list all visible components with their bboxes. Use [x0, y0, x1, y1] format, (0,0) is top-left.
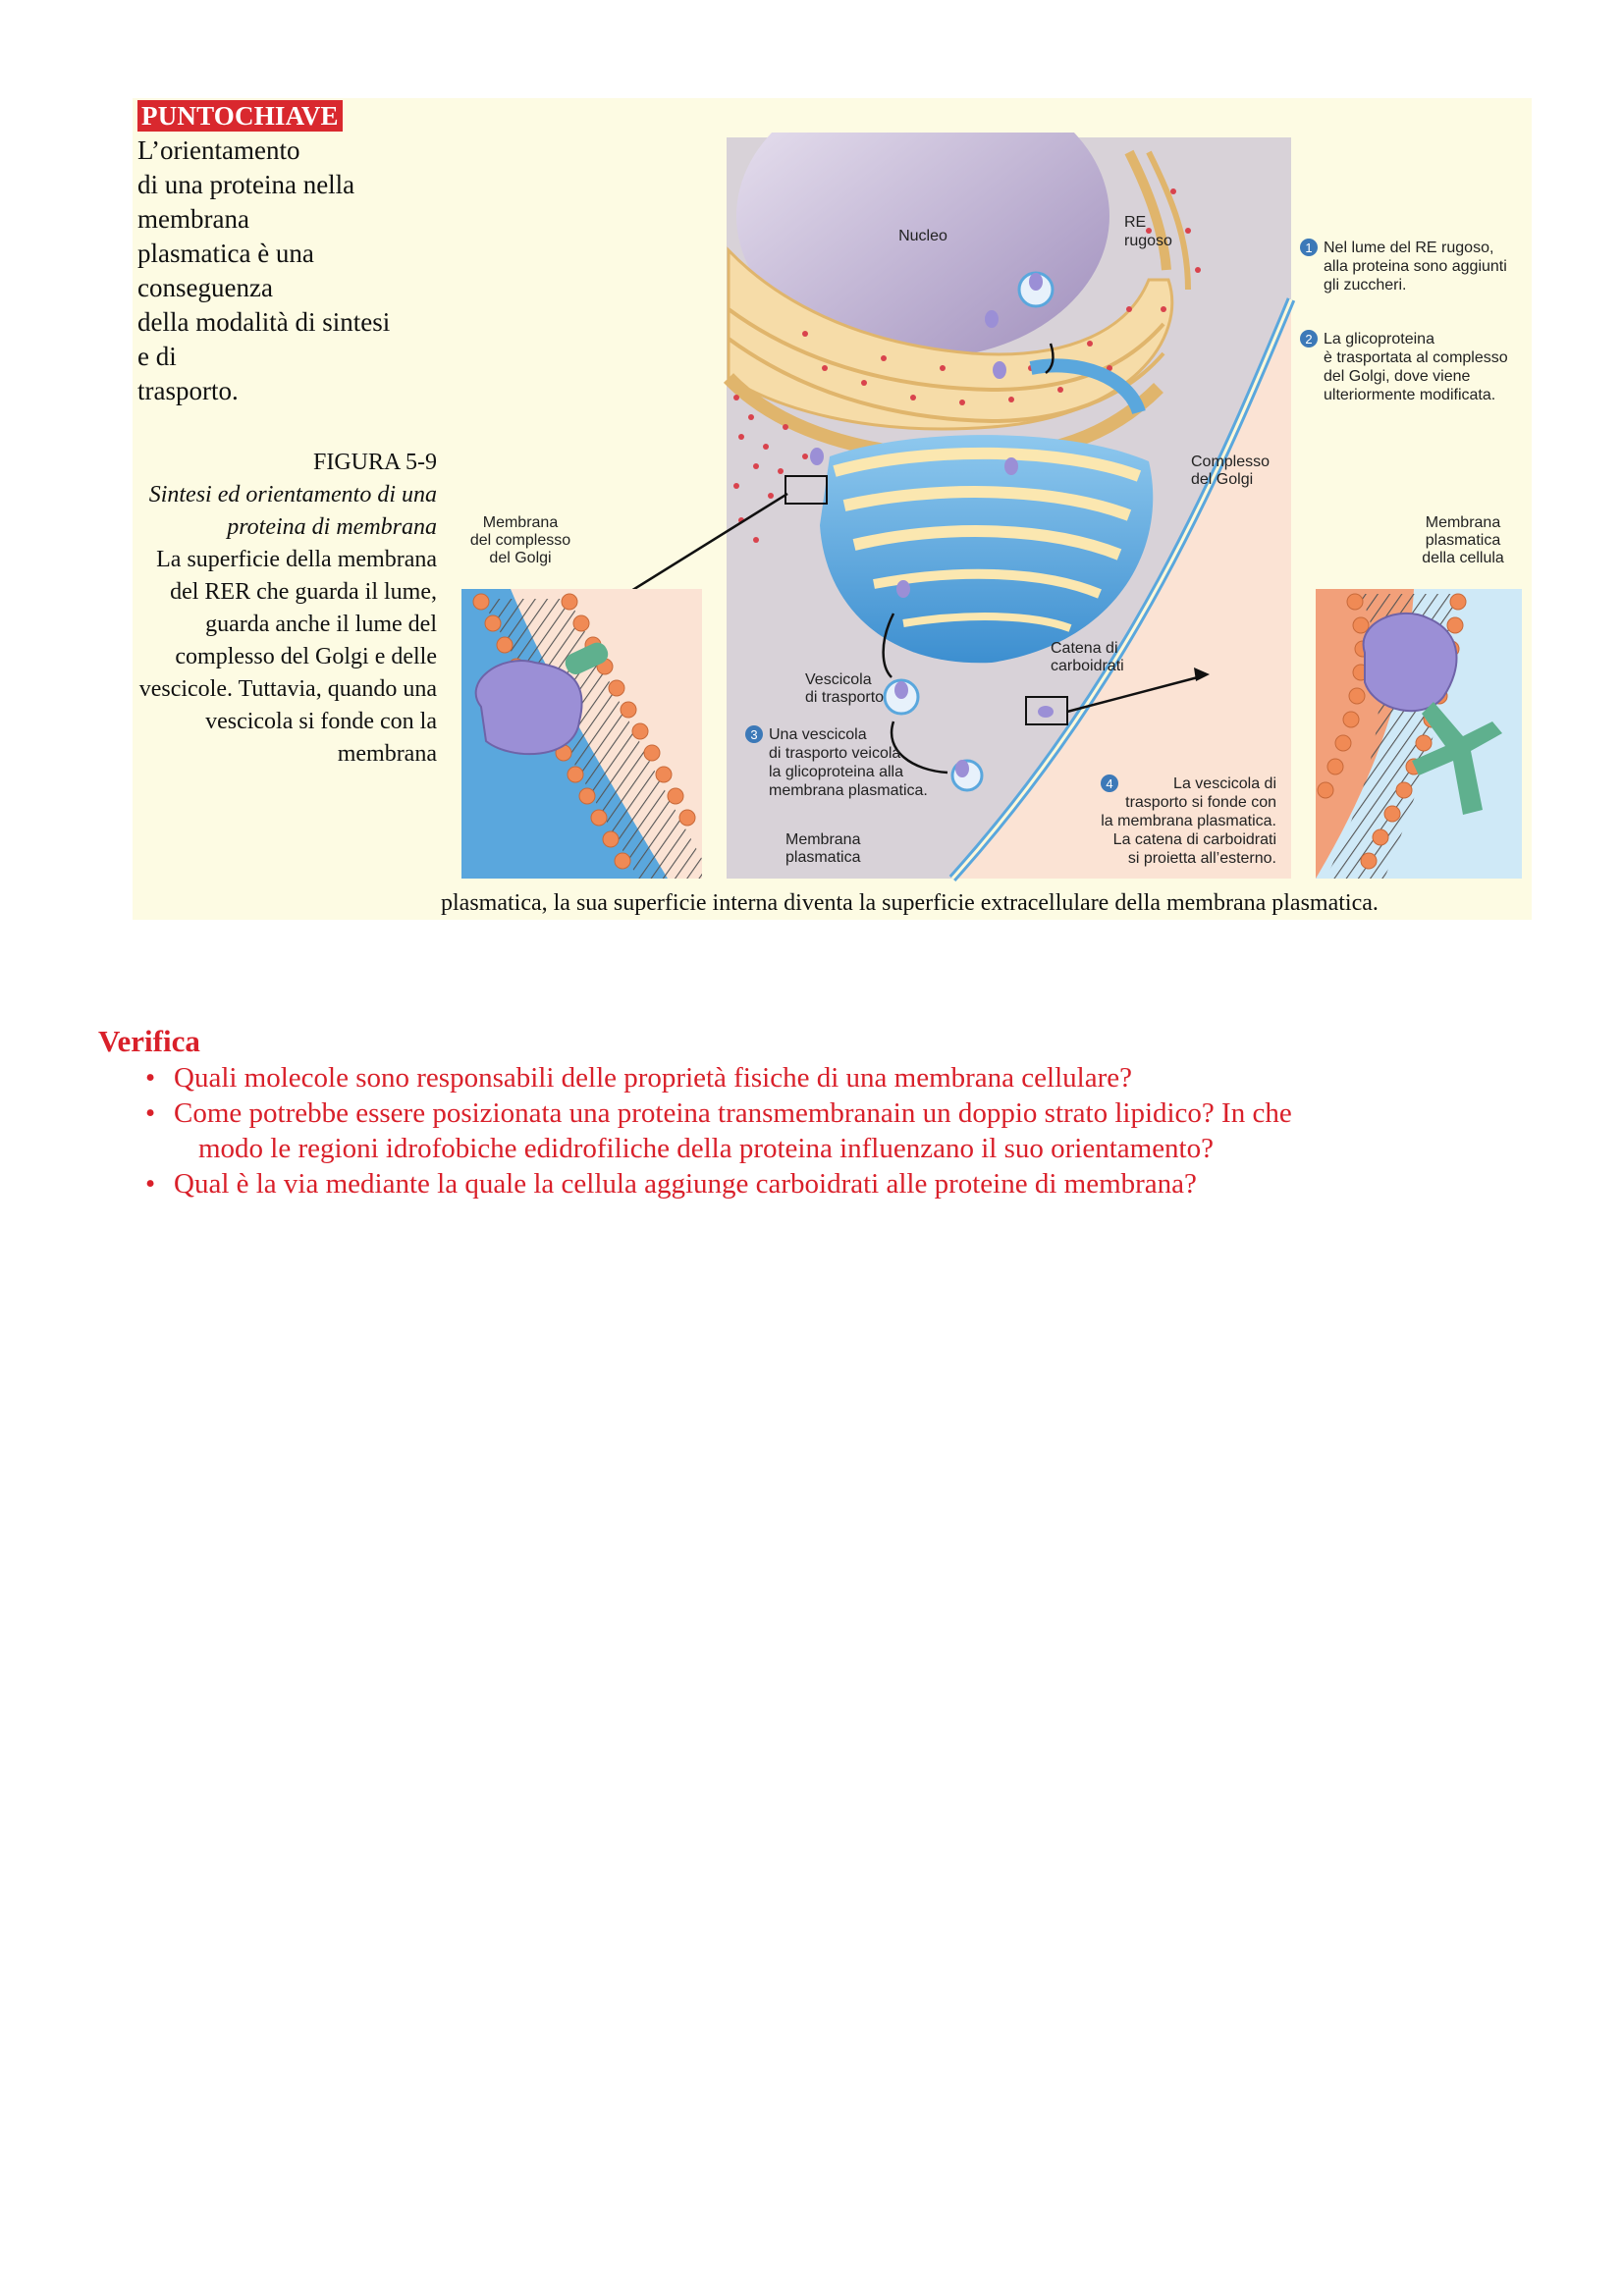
figure-caption-tail: plasmatica, la sua superficie interna di… — [441, 890, 1379, 916]
keypoint-line: di una proteina nella — [137, 170, 355, 199]
figure-number: FIGURA 5-9 — [312, 450, 437, 475]
svg-text:la membrana plasmatica.: la membrana plasmatica. — [1101, 813, 1276, 829]
svg-text:è trasportata al complesso: è trasportata al complesso — [1324, 349, 1508, 366]
label-golgi: Complesso — [1191, 454, 1270, 470]
keypoint-line: conseguenza — [137, 273, 273, 302]
question-text: Qual è la via mediante la quale la cellu… — [174, 1168, 1197, 1200]
step-badge — [745, 725, 763, 743]
svg-text:trasporto si fonde con: trasporto si fonde con — [1125, 794, 1276, 811]
svg-text:1: 1 — [1305, 240, 1312, 255]
step-3: 3 Una vescicola di trasporto veicola la … — [745, 725, 928, 799]
keypoint-label: PUNTOCHIAVE — [137, 100, 343, 132]
label-transport-vesicle: di trasporto — [805, 689, 884, 706]
step-badge — [1101, 774, 1118, 792]
bullet-icon: • — [145, 1062, 156, 1094]
label-re: RE — [1124, 214, 1146, 231]
svg-text:alla proteina sono aggiunti: alla proteina sono aggiunti — [1324, 258, 1507, 275]
question-text-continued: modo le regioni idrofobiche edidrofilich… — [198, 1133, 1214, 1164]
bullet-icon: • — [145, 1097, 156, 1129]
label-golgi-membrane: Membrana — [483, 514, 559, 531]
golgi-membrane-inset — [461, 589, 702, 879]
step-2: 2 La glicoproteina è trasportata al comp… — [1300, 330, 1508, 403]
question-item: • Quali molecole sono responsabili delle… — [98, 1060, 1571, 1095]
label-plasma-membrane: plasmatica — [785, 849, 861, 866]
question-text: Come potrebbe essere posizionata una pro… — [174, 1097, 1292, 1129]
keypoint-line: L’orientamento — [137, 135, 300, 165]
label-transport-vesicle: Vescicola — [805, 671, 872, 688]
svg-text:La vescicola di: La vescicola di — [1173, 775, 1276, 792]
label-golgi-membrane: del Golgi — [489, 550, 551, 566]
step-badge — [1300, 239, 1318, 256]
svg-text:La catena di carboidrati: La catena di carboidrati — [1113, 831, 1276, 848]
keypoint-line: e di — [137, 342, 177, 371]
keypoint-line: della modalità di sintesi — [137, 307, 391, 337]
verifica-section: Verifica • Quali molecole sono responsab… — [98, 1023, 1571, 1201]
step-1: 1 Nel lume del RE rugoso, alla proteina … — [1300, 239, 1507, 294]
bullet-icon: • — [145, 1168, 156, 1200]
svg-text:Una vescicola: Una vescicola — [769, 726, 867, 743]
svg-text:ulteriormente modificata.: ulteriormente modificata. — [1324, 387, 1495, 403]
label-plasma-membrane-cell: della cellula — [1422, 550, 1504, 566]
label-carbohydrate-chain: carboidrati — [1051, 658, 1124, 674]
question-text: Quali molecole sono responsabili delle p… — [174, 1062, 1132, 1094]
svg-text:3: 3 — [750, 727, 757, 742]
keypoint-text: L’orientamento di una proteina nella mem… — [137, 133, 432, 408]
figure-title: Sintesi ed orientamento di una proteina … — [148, 482, 437, 540]
svg-text:di trasporto veicola: di trasporto veicola — [769, 745, 900, 762]
golgi-complex — [820, 358, 1154, 664]
step-badge — [1300, 330, 1318, 347]
label-re: rugoso — [1124, 233, 1172, 249]
nucleus — [736, 133, 1109, 358]
label-plasma-membrane: Membrana — [785, 831, 861, 848]
keypoint-line: plasmatica è una — [137, 239, 314, 268]
label-golgi-membrane: del complesso — [470, 532, 570, 549]
keypoint-line: membrana — [137, 204, 249, 234]
keypoint-line: trasporto. — [137, 376, 239, 405]
svg-text:del Golgi, dove viene: del Golgi, dove viene — [1324, 368, 1471, 385]
label-plasma-membrane-cell: Membrana — [1426, 514, 1501, 531]
svg-text:4: 4 — [1106, 776, 1112, 791]
verifica-title: Verifica — [98, 1024, 200, 1058]
svg-text:Nel lume del RE rugoso,: Nel lume del RE rugoso, — [1324, 240, 1493, 256]
plasma-membrane-inset — [1316, 589, 1522, 879]
figure-caption-body: La superficie della membrana del RER che… — [138, 547, 437, 767]
vesicles — [810, 271, 1055, 792]
svg-text:membrana plasmatica.: membrana plasmatica. — [769, 782, 928, 799]
question-item: • Qual è la via mediante la quale la cel… — [98, 1166, 1571, 1201]
question-item: • Come potrebbe essere posizionata una p… — [98, 1095, 1571, 1166]
step-4: 4 La vescicola di trasporto si fonde con… — [1101, 774, 1276, 867]
label-plasma-membrane-cell: plasmatica — [1426, 532, 1501, 549]
verifica-questions: • Quali molecole sono responsabili delle… — [98, 1060, 1571, 1201]
label-carbohydrate-chain: Catena di — [1051, 640, 1118, 657]
figure-caption: FIGURA 5-9 Sintesi ed orientamento di un… — [133, 447, 437, 771]
svg-text:2: 2 — [1305, 332, 1312, 347]
cell-diagram: Nucleo RE rugoso Complesso del Golgi Mem… — [442, 133, 1522, 883]
svg-text:gli zuccheri.: gli zuccheri. — [1324, 277, 1406, 294]
svg-text:La glicoproteina: La glicoproteina — [1324, 331, 1434, 347]
svg-text:la glicoproteina alla: la glicoproteina alla — [769, 764, 903, 780]
label-nucleo: Nucleo — [898, 228, 947, 244]
label-golgi: del Golgi — [1191, 471, 1253, 488]
svg-text:si proietta all’esterno.: si proietta all’esterno. — [1128, 850, 1276, 867]
